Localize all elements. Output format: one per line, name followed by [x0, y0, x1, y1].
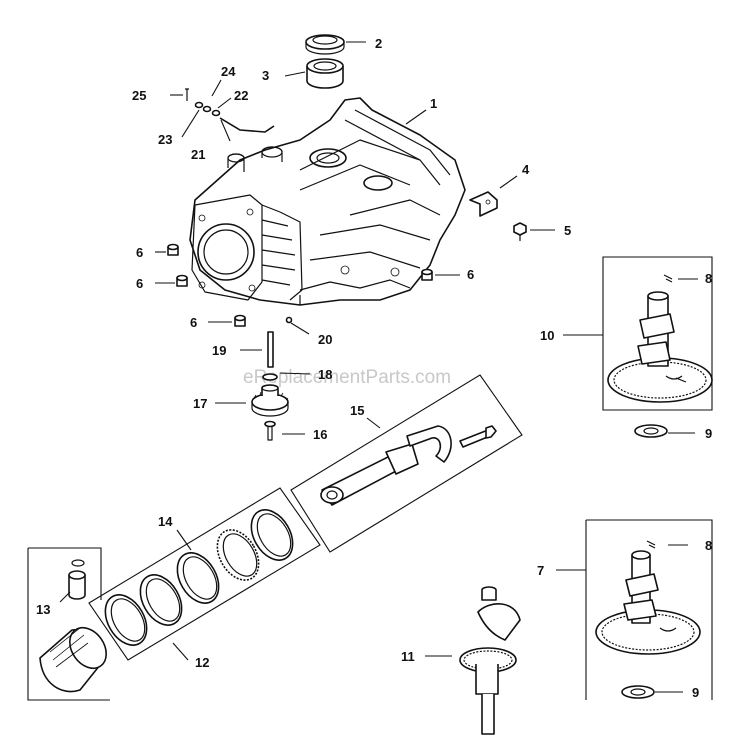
callout-18: 18: [318, 367, 332, 382]
callout-14: 14: [158, 514, 173, 529]
part-16-bolt[interactable]: [264, 420, 276, 441]
part-10-box: [602, 256, 713, 411]
callout-8a: 8: [705, 271, 712, 286]
part-22-seal[interactable]: [211, 109, 221, 117]
callout-1: 1: [430, 96, 437, 111]
part-5-screw[interactable]: [513, 222, 527, 241]
part-3-sleeve-bearing[interactable]: [306, 58, 344, 89]
part-15-box: [290, 374, 523, 553]
callout-13: 13: [36, 602, 50, 617]
callout-25: 25: [132, 88, 146, 103]
part-19-shaft[interactable]: [267, 331, 274, 368]
part-14-piston-rings[interactable]: [97, 503, 301, 653]
callout-8b: 8: [705, 538, 712, 553]
callout-4: 4: [522, 162, 530, 177]
callout-17: 17: [193, 396, 207, 411]
part-9-shim-upper[interactable]: [634, 424, 668, 438]
part-8-spring-lower[interactable]: [646, 540, 656, 549]
part-4-bracket[interactable]: [469, 191, 498, 217]
callout-11: 11: [401, 649, 415, 664]
part-20-plug[interactable]: [285, 316, 293, 324]
part-2-bearing-ring[interactable]: [305, 34, 345, 55]
callout-19: 19: [212, 343, 226, 358]
callout-21: 21: [191, 147, 205, 162]
part-15-connecting-rod[interactable]: [320, 425, 497, 506]
part-25-pin[interactable]: [185, 88, 189, 101]
part-6-dowel-b[interactable]: [176, 274, 188, 287]
watermark-text: eReplacementParts.com: [243, 367, 451, 388]
part-7-box: [585, 519, 713, 700]
part-14-box: [88, 487, 321, 661]
callout-6c: 6: [190, 315, 197, 330]
part-11-crankshaft[interactable]: [459, 586, 521, 735]
part-9-shim-lower[interactable]: [621, 685, 655, 699]
callout-9a: 9: [705, 426, 712, 441]
callout-20: 20: [318, 332, 332, 347]
callout-3: 3: [262, 68, 269, 83]
part-24-washer[interactable]: [194, 101, 204, 109]
part-13-wrist-pin[interactable]: [68, 559, 86, 600]
callout-5: 5: [564, 223, 571, 238]
part-13-box: [27, 547, 110, 701]
part-23-washer[interactable]: [202, 105, 212, 113]
part-8-spring-upper[interactable]: [663, 274, 673, 283]
part-21-breather-tube[interactable]: [219, 117, 275, 133]
callout-7: 7: [537, 563, 544, 578]
callout-6a: 6: [136, 245, 143, 260]
callout-15: 15: [350, 403, 364, 418]
part-6-dowel-d[interactable]: [421, 268, 433, 281]
part-7-camshaft[interactable]: [595, 550, 701, 655]
part-17-governor-gear[interactable]: [251, 384, 289, 417]
callout-22: 22: [234, 88, 248, 103]
part-18-washer[interactable]: [262, 373, 278, 381]
part-10-camshaft[interactable]: [607, 291, 713, 403]
callout-10: 10: [540, 328, 554, 343]
callout-9b: 9: [692, 685, 699, 700]
leader-lines: [59, 41, 698, 693]
callout-6b: 6: [136, 276, 143, 291]
part-12-piston[interactable]: [39, 621, 114, 693]
callout-12: 12: [195, 655, 209, 670]
callout-2: 2: [375, 36, 382, 51]
part-6-dowel-c[interactable]: [234, 314, 246, 327]
callout-24: 24: [221, 64, 236, 79]
callouts: 2 3 1 4 5 6 6 6 6 20 19 18 17 16 15 14 1…: [36, 36, 712, 700]
callout-23: 23: [158, 132, 172, 147]
callout-6d: 6: [467, 267, 474, 282]
part-6-dowel-a[interactable]: [167, 243, 179, 256]
part-1-crankcase[interactable]: [189, 97, 466, 306]
callout-16: 16: [313, 427, 327, 442]
